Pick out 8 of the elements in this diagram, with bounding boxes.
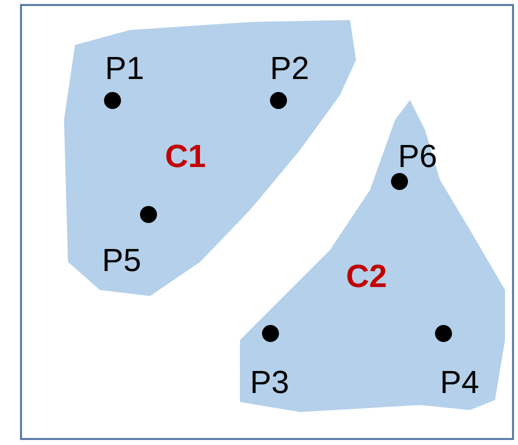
cluster-label: C2 bbox=[346, 260, 387, 292]
point-label: P6 bbox=[398, 140, 438, 172]
point-label: P4 bbox=[440, 366, 480, 398]
cluster-label: C1 bbox=[165, 140, 206, 172]
point-label: P3 bbox=[250, 366, 290, 398]
point-label: P1 bbox=[105, 52, 144, 84]
point-label: P5 bbox=[102, 244, 142, 276]
point-label: P2 bbox=[270, 52, 310, 84]
